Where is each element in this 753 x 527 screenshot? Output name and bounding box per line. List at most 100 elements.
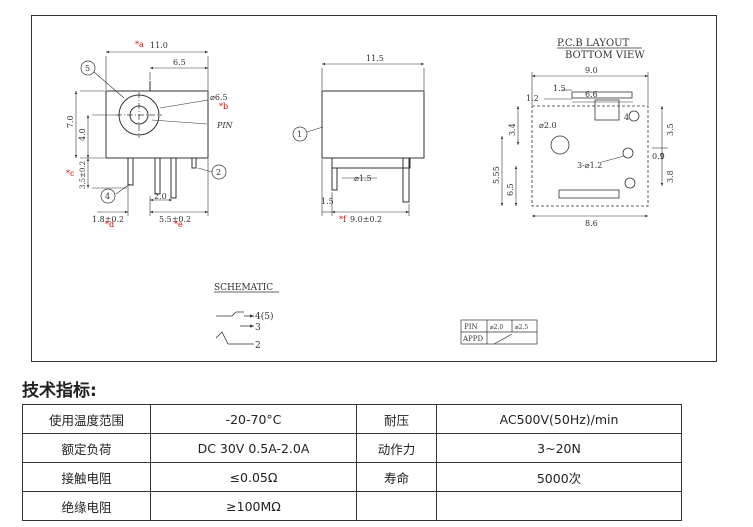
front-pin-left xyxy=(127,157,134,186)
mark-d: *d xyxy=(105,220,114,229)
spec-value: DC 30V 0.5A-2.0A xyxy=(150,433,357,463)
spec-label: 额定负荷 xyxy=(22,433,151,463)
pcb-dim-1-5: 1.5 xyxy=(553,84,566,93)
pcb-title-line2: BOTTOM VIEW xyxy=(565,50,645,61)
label-pin: PIN xyxy=(216,121,234,130)
spec-value: 3~20N xyxy=(436,433,682,463)
pcb-top-slot xyxy=(571,91,633,99)
front-pin-mid xyxy=(154,157,161,195)
pcb-top-slot-inner xyxy=(594,99,620,121)
table-row: 额定负荷 DC 30V 0.5A-2.0A 动作力 3~20N xyxy=(22,433,682,463)
callout-2-circle xyxy=(211,164,227,180)
table-row: 使用温度范围 -20-70°C 耐压 AC500V(50Hz)/min xyxy=(22,404,682,434)
pcb-outline xyxy=(531,105,649,207)
pcb-dim-3-5: 3.5 xyxy=(666,123,675,136)
pcb-layout xyxy=(500,72,668,218)
schematic-title: SCHEMATIC xyxy=(214,283,273,293)
pin-table-header-appd: APPD xyxy=(462,335,483,343)
pcb-title-line1: P.C.B LAYOUT xyxy=(557,38,630,49)
pin-table-labels: PIN APPD ⌀2.0 ⌀2.5 xyxy=(462,323,528,343)
schematic-label-4-5: 4(5) xyxy=(255,311,273,322)
technical-drawing: 11.0 6.5 ⌀6.5 PIN 7.0 4.0 3.5±0.2 2.0 1.… xyxy=(66,38,675,351)
pcb-dim-3-4: 3.4 xyxy=(508,123,517,136)
dim-pin-offset: 1.5 xyxy=(321,197,334,206)
front-pin-right xyxy=(191,157,197,169)
dim-overall-width: 11.0 xyxy=(150,41,168,50)
mark-f: *f xyxy=(339,215,347,224)
pcb-pad-4: 4 xyxy=(624,113,629,122)
table-row: 接触电阻 ≤0.05Ω 寿命 5000次 xyxy=(22,462,682,492)
pcb-dim-3x-hole: 3-⌀1.2 xyxy=(577,161,602,170)
pcb-labels: 9.0 1.5 1.2 6.6 4 3.4 ⌀2.0 5.55 6.5 3-⌀1… xyxy=(492,66,675,228)
schematic-labels: 4(5) 3 2 xyxy=(255,311,273,351)
side-pin-right xyxy=(402,157,410,203)
pcb-main-hole xyxy=(550,135,570,155)
front-view xyxy=(74,50,227,216)
side-pin-left xyxy=(331,167,338,191)
spec-value: 5000次 xyxy=(436,462,682,492)
pcb-bottom-slot xyxy=(558,189,620,199)
pin-table-header-pin: PIN xyxy=(464,323,478,331)
front-view-marks: *a *b *c *d *e xyxy=(66,40,228,229)
callout-4: 4 xyxy=(105,192,110,201)
dim-hole: ⌀6.5 xyxy=(210,93,228,102)
pcb-dim-9-0: 9.0 xyxy=(585,66,598,75)
dim-pin-spacing-left: 1.8±0.2 xyxy=(92,215,124,224)
spec-value: ≥100MΩ xyxy=(150,491,357,521)
callout-2: 2 xyxy=(216,168,221,177)
spec-label: 接触电阻 xyxy=(22,462,151,492)
pcb-dim-8-6: 8.6 xyxy=(585,219,598,228)
pin-table-val-1: ⌀2.0 xyxy=(490,324,503,331)
pcb-dim-0-9: 0.9 xyxy=(652,152,665,161)
pcb-dim-6-6: 6.6 xyxy=(585,90,598,99)
callout-5: 5 xyxy=(85,64,90,73)
pcb-dim-1-2: 1.2 xyxy=(526,94,539,103)
mark-a: *a xyxy=(135,40,144,49)
dim-pin-dia: ⌀1.5 xyxy=(354,174,372,183)
spec-label: 使用温度范围 xyxy=(22,404,151,434)
dim-pin-spacing-right: 5.5±0.2 xyxy=(159,215,191,224)
side-body xyxy=(321,90,425,159)
spec-label: 寿命 xyxy=(356,462,437,492)
mark-e: *e xyxy=(174,220,183,229)
callout-1: 1 xyxy=(297,130,302,139)
callout-5-circle xyxy=(80,60,96,76)
drawing-frame: 11.0 6.5 ⌀6.5 PIN 7.0 4.0 3.5±0.2 2.0 1.… xyxy=(31,15,717,362)
callout-1-circle xyxy=(292,126,308,142)
spec-value: -20-70°C xyxy=(150,404,357,434)
pcb-title: P.C.B LAYOUT BOTTOM VIEW xyxy=(557,38,645,61)
dim-pin-spacing: 9.0±0.2 xyxy=(350,215,382,224)
table-row: 绝缘电阻 ≥100MΩ xyxy=(22,491,682,521)
pcb-hole-c xyxy=(628,110,640,122)
side-view xyxy=(292,62,425,216)
pin-table xyxy=(460,319,538,345)
dim-height-low: 3.5±0.2 xyxy=(79,161,87,189)
spec-section-title: 技术指标: xyxy=(22,381,97,401)
dim-pin-width: 2.0 xyxy=(154,192,167,201)
schematic-label-3: 3 xyxy=(255,323,261,333)
dim-side-width: 11.5 xyxy=(366,54,384,63)
spec-value xyxy=(436,491,682,521)
spec-value: ≤0.05Ω xyxy=(150,462,357,492)
pcb-dim-5-55: 5.55 xyxy=(492,166,501,184)
spec-table: 使用温度范围 -20-70°C 耐压 AC500V(50Hz)/min 额定负荷… xyxy=(22,404,682,521)
spec-label xyxy=(356,491,437,521)
spec-value: AC500V(50Hz)/min xyxy=(436,404,682,434)
pcb-hole-a xyxy=(622,147,634,159)
schematic-label-2: 2 xyxy=(255,341,261,351)
mark-c: *c xyxy=(66,169,75,178)
spec-label: 耐压 xyxy=(356,404,437,434)
spec-label: 动作力 xyxy=(356,433,437,463)
pcb-dim-6-5: 6.5 xyxy=(506,183,515,196)
side-view-labels: 11.5 ⌀1.5 1.5 9.0±0.2 1 xyxy=(297,54,384,224)
mark-b: *b xyxy=(219,102,228,111)
pcb-dim-2-0-hole: ⌀2.0 xyxy=(539,121,557,130)
dim-height-mid: 4.0 xyxy=(78,128,87,141)
pin-table-val-2: ⌀2.5 xyxy=(515,324,528,331)
callout-4-circle xyxy=(100,188,116,204)
schematic-symbol xyxy=(215,311,254,345)
front-pin-mid2 xyxy=(170,157,177,199)
dim-top-width: 6.5 xyxy=(173,58,186,67)
pcb-hole-b xyxy=(624,177,636,189)
pcb-dim-3-8: 3.8 xyxy=(666,170,675,183)
